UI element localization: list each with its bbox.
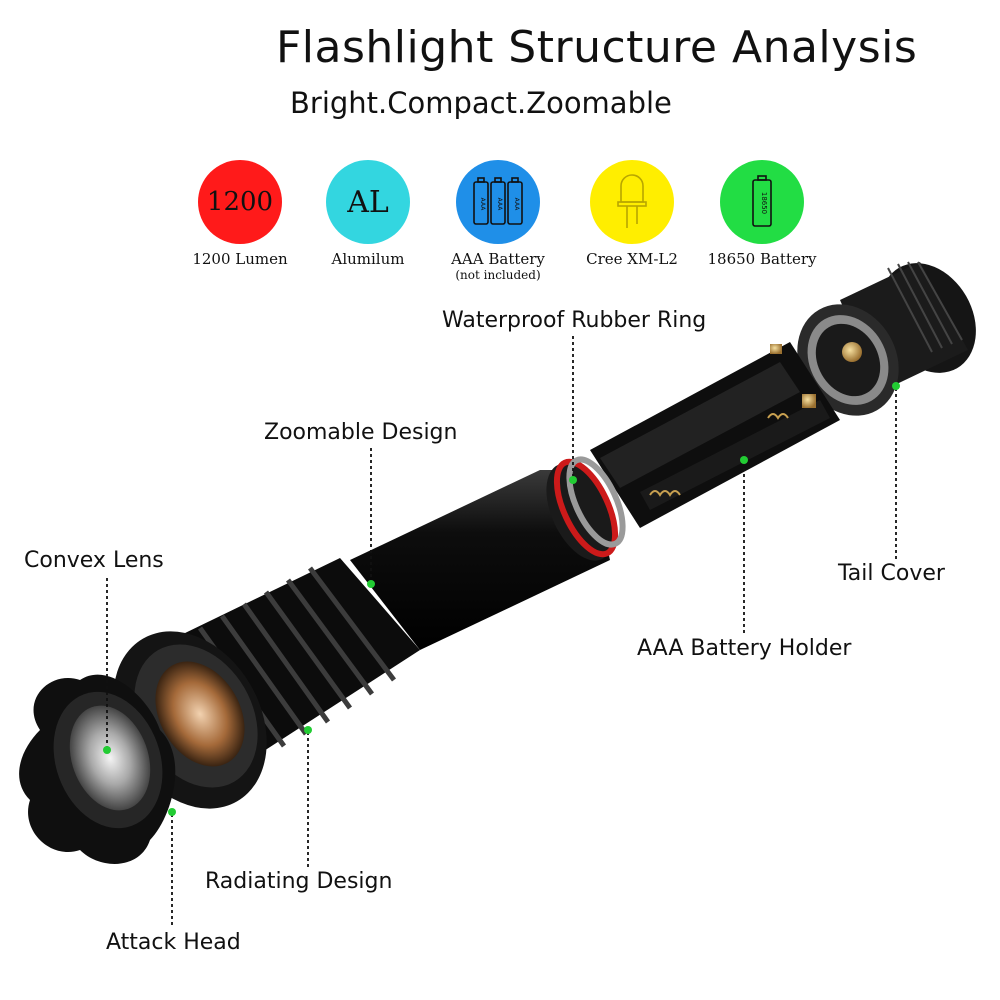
18650-cell-graphic: 18650 — [752, 175, 772, 227]
feature-label: 18650 Battery — [707, 250, 817, 268]
lumen-icon: 1200 — [198, 160, 282, 244]
tail-cover — [797, 261, 976, 416]
page-title: Flashlight Structure Analysis — [276, 22, 918, 73]
feature-label: AAA Battery — [451, 250, 545, 268]
aaa-cell-label: AAA — [479, 198, 486, 212]
feature-aluminum: AL Alumilum — [298, 160, 438, 268]
battery-holder — [590, 342, 840, 528]
feature-led: Cree XM-L2 — [562, 160, 702, 268]
feature-lumen: 1200 1200 Lumen — [170, 160, 310, 268]
attack-head — [19, 674, 176, 864]
marker-dot — [367, 580, 375, 588]
page-subtitle: Bright.Compact.Zoomable — [290, 86, 672, 120]
feature-label: 1200 Lumen — [192, 250, 288, 268]
label-radiating-design: Radiating Design — [205, 869, 393, 894]
marker-dot — [304, 726, 312, 734]
label-zoomable-design: Zoomable Design — [264, 420, 458, 445]
marker-dot — [892, 382, 900, 390]
led-icon — [590, 160, 674, 244]
aluminum-icon: AL — [326, 160, 410, 244]
feature-18650-battery: 18650 18650 Battery — [692, 160, 832, 268]
label-tail-cover: Tail Cover — [838, 561, 945, 586]
18650-battery-icon: 18650 — [720, 160, 804, 244]
part-markers — [103, 382, 900, 816]
leader-lines — [106, 336, 897, 928]
label-convex-lens: Convex Lens — [24, 548, 164, 573]
label-attack-head: Attack Head — [106, 930, 241, 955]
aaa-cells-graphic: AAA AAA AAA — [473, 177, 523, 225]
feature-note: (not included) — [455, 268, 541, 282]
aluminum-icon-text: AL — [347, 184, 389, 220]
aaa-cell-label: AAA — [496, 198, 503, 212]
lumen-icon-text: 1200 — [206, 187, 274, 217]
feature-label: Cree XM-L2 — [586, 250, 678, 268]
18650-cell-label: 18650 — [760, 192, 768, 214]
led-graphic — [617, 174, 647, 228]
label-battery-holder: AAA Battery Holder — [637, 636, 852, 661]
label-waterproof-ring: Waterproof Rubber Ring — [442, 308, 707, 333]
aaa-cell-label: AAA — [513, 198, 520, 212]
marker-dot — [168, 808, 176, 816]
feature-label: Alumilum — [331, 250, 405, 268]
marker-dot — [740, 456, 748, 464]
marker-dot — [103, 746, 111, 754]
aaa-battery-icon: AAA AAA AAA — [456, 160, 540, 244]
marker-dot — [569, 476, 577, 484]
feature-aaa-battery: AAA AAA AAA AAA Battery (not included) — [428, 160, 568, 282]
